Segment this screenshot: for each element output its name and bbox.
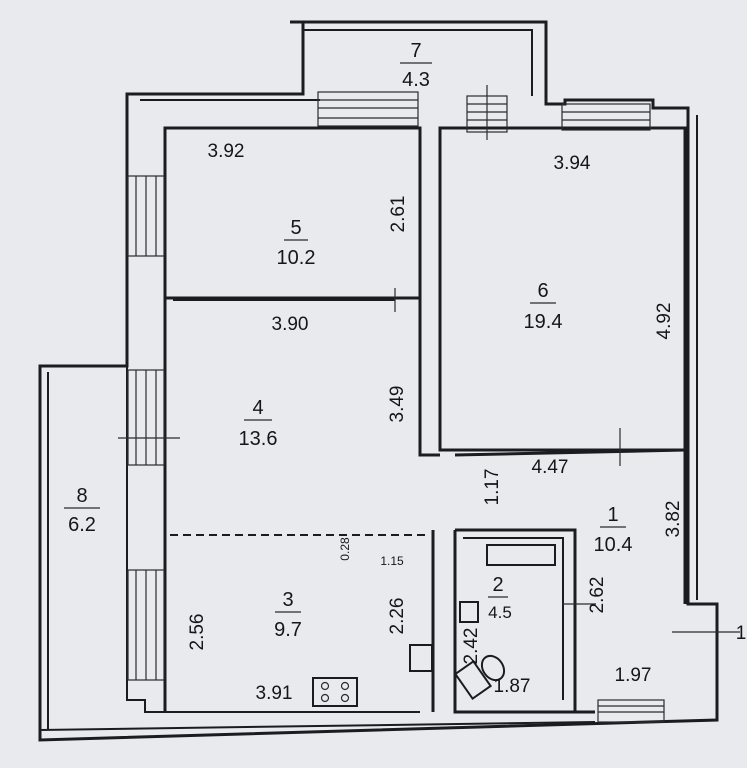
room-7-number: 7: [410, 40, 421, 62]
room-6-number: 6: [537, 280, 548, 302]
room-6-area: 19.4: [524, 311, 563, 333]
outer-walls: [38, 20, 719, 742]
bathtub-icon: [486, 544, 556, 566]
room-4-number: 4: [252, 397, 263, 419]
room-1-number: 1: [607, 504, 618, 526]
room-3-number: 3: [282, 589, 293, 611]
interior-walls: [163, 126, 687, 714]
room-1-area: 10.4: [594, 534, 633, 556]
dimension-labels: 3.92 2.61 3.94 4.92 3.90 3.49 4.47 3.82 …: [187, 141, 746, 704]
room-3-area: 9.7: [274, 619, 302, 641]
dim-room5-width: 3.92: [208, 141, 245, 162]
room-5-number: 5: [290, 217, 301, 239]
dim-step-width: 1.15: [380, 554, 404, 568]
kitchen-sink-icon: [409, 644, 433, 672]
door-marks: [394, 288, 740, 633]
room-2-number: 2: [492, 574, 503, 596]
dim-step-height: 0.28: [338, 537, 352, 561]
dim-corridor: 1.17: [482, 469, 503, 506]
dim-room6-height: 4.92: [654, 303, 675, 340]
dim-edge-label: 1: [736, 623, 747, 644]
room-label-bars: [64, 62, 626, 613]
stove-icon: [312, 677, 358, 707]
room-4-area: 13.6: [239, 428, 278, 450]
windows: [118, 85, 665, 723]
dim-room1-lower: 2.62: [587, 577, 608, 614]
dim-room5-height: 2.61: [388, 196, 409, 233]
dim-room4-height: 3.49: [387, 386, 408, 423]
fixtures: [312, 544, 556, 707]
room-5-area: 10.2: [277, 247, 316, 269]
dim-room6-width: 3.94: [554, 153, 591, 174]
dim-room2-width: 1.87: [494, 676, 531, 697]
dim-room1-width: 4.47: [532, 457, 569, 478]
dim-room3-right: 2.26: [387, 598, 408, 635]
room-7-area: 4.3: [402, 69, 430, 91]
dim-room4-width: 3.90: [272, 314, 309, 335]
room-2-area: 4.5: [488, 603, 512, 622]
room-labels: 7 4.3 5 10.2 6 19.4 4 13.6 8 6.2 3 9.7 2…: [68, 40, 632, 641]
sink-icon: [459, 601, 479, 623]
room-8-area: 6.2: [68, 514, 96, 536]
dim-room1-bottom: 1.97: [615, 665, 652, 686]
room-8-number: 8: [76, 485, 87, 507]
dim-room1-height: 3.82: [663, 501, 684, 538]
dim-room3-left: 2.56: [187, 614, 208, 651]
dim-room2-height: 2.42: [461, 628, 482, 665]
toilet-icon: [453, 660, 493, 700]
dim-room3-width: 3.91: [256, 683, 293, 704]
